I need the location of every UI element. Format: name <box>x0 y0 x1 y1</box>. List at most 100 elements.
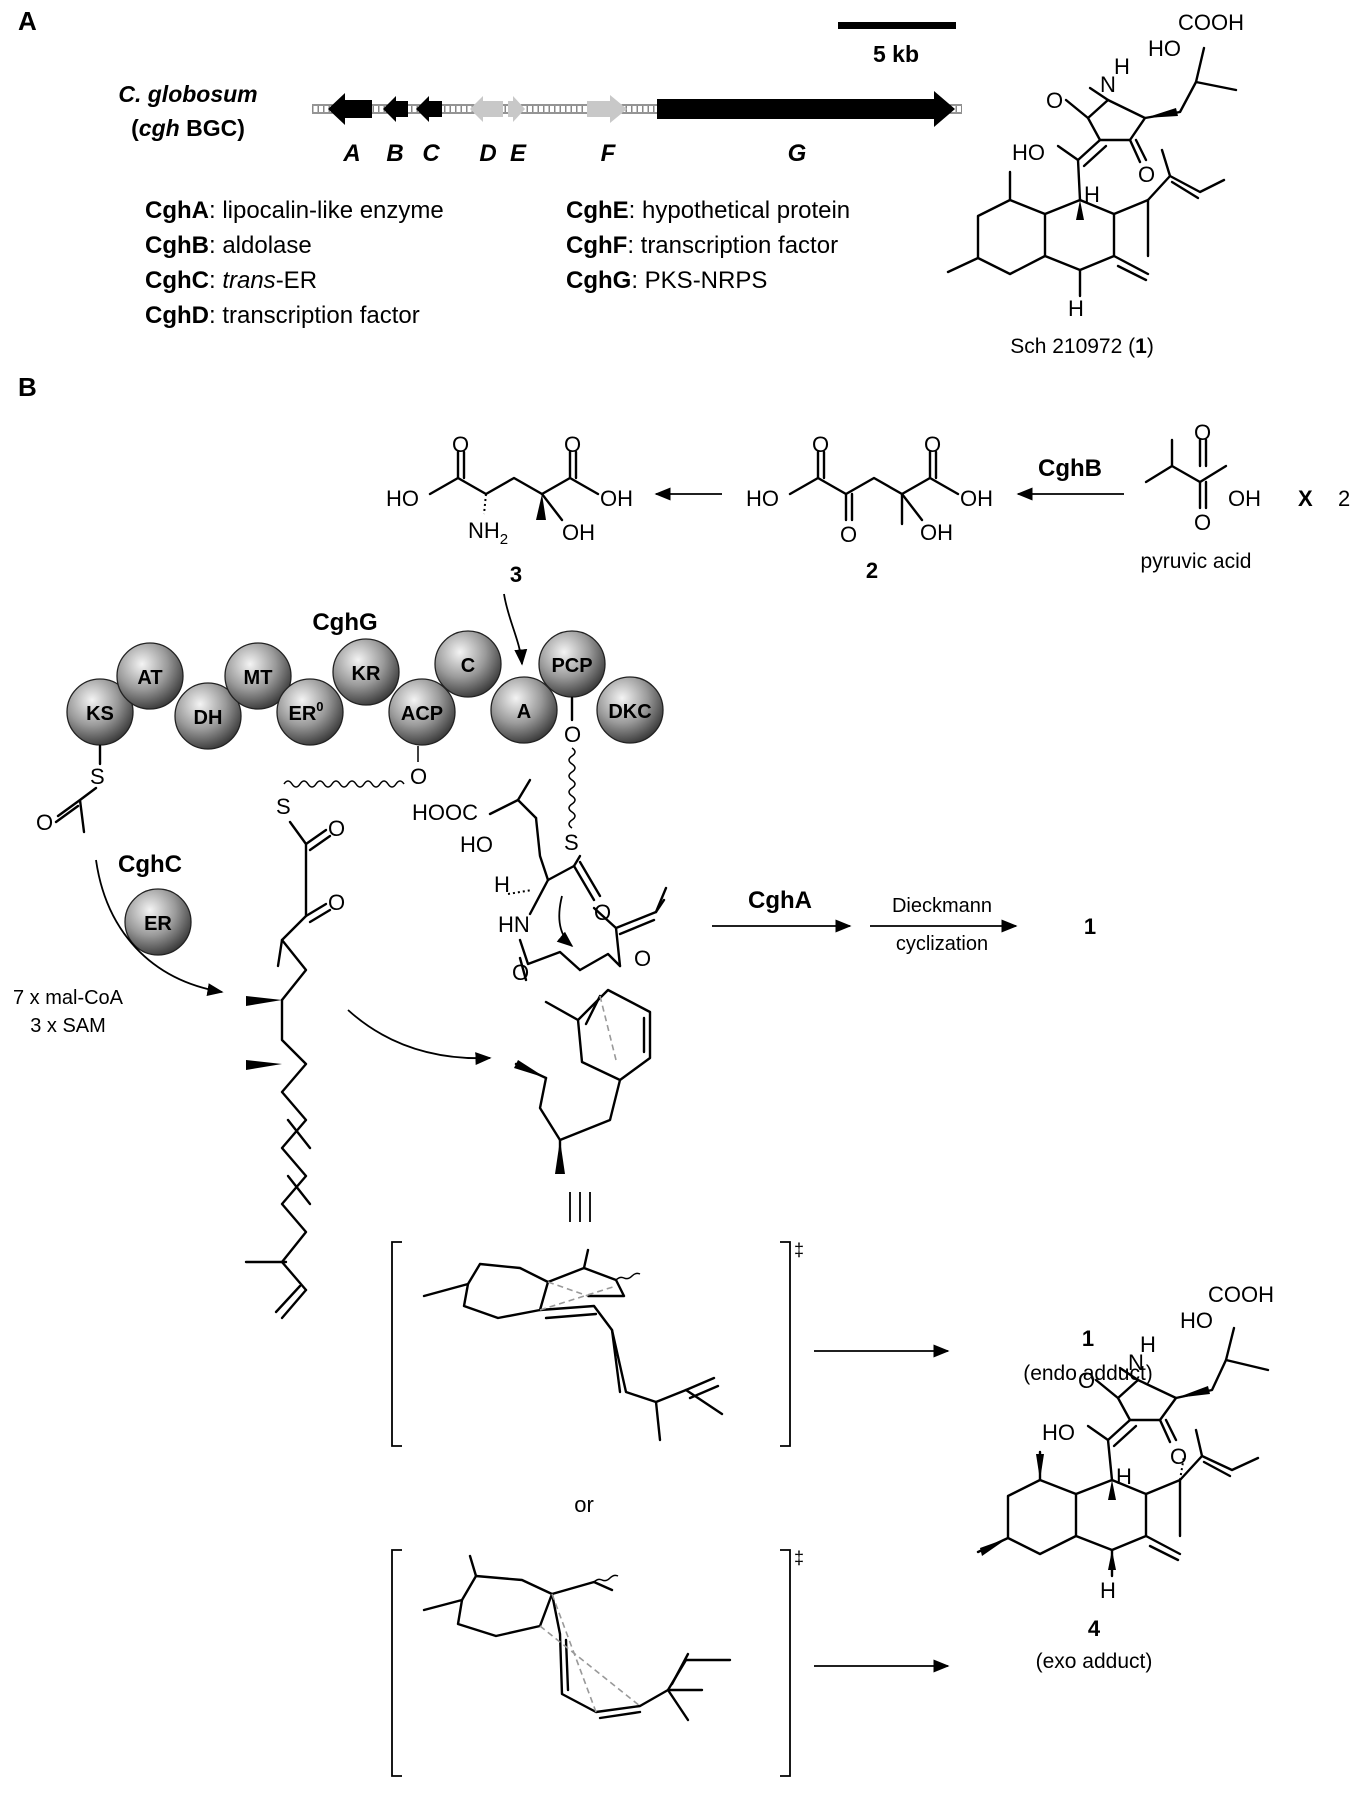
svg-text:AT: AT <box>137 667 162 689</box>
gene-arrow-e <box>508 96 525 122</box>
svg-text:O: O <box>410 764 427 789</box>
arrow-polyketide-to-intermediate <box>347 1009 492 1066</box>
exo-product-number: 4 <box>1088 1616 1101 1641</box>
gene-letter-a: A <box>342 140 360 167</box>
panel-a-label: A <box>18 6 37 36</box>
gene-arrow-a <box>328 93 372 125</box>
structure-compound-1: COOH HO N H O O HO H H <box>946 10 1244 321</box>
legend-cghc: CghC: trans-ER <box>145 267 317 294</box>
svg-text:OH: OH <box>600 486 633 511</box>
svg-text:KR: KR <box>352 663 381 685</box>
cghg-domains: KS AT DH MT ER0 KR ACP C A PCP DKC <box>66 630 664 750</box>
cyclization-label: cyclization <box>896 933 988 955</box>
precursor-malonyl-coa: 7 x mal-CoA <box>13 987 124 1009</box>
svg-text:O: O <box>564 722 581 747</box>
svg-text:O: O <box>36 810 53 835</box>
svg-text:N: N <box>1128 1350 1144 1375</box>
arrow-3-to-a-domain <box>503 593 528 666</box>
domain-at: AT <box>116 642 184 710</box>
svg-text:DKC: DKC <box>608 701 651 723</box>
gene-legend: CghA: lipocalin-like enzyme CghB: aldola… <box>145 197 850 329</box>
legend-cghg: CghG: PKS-NRPS <box>566 267 767 294</box>
svg-text:‡: ‡ <box>794 1240 804 1260</box>
svg-text:OH: OH <box>1228 486 1261 511</box>
svg-text:H: H <box>494 872 510 897</box>
svg-text:HO: HO <box>386 486 419 511</box>
domain-c: C <box>434 630 502 698</box>
cgha-label: CghA <box>748 887 812 914</box>
cooh-label-1: COOH <box>1178 10 1244 35</box>
svg-text:O: O <box>1194 510 1211 535</box>
svg-text:OH: OH <box>920 520 953 545</box>
scale-bar <box>838 22 956 29</box>
svg-text:H: H <box>1116 1464 1132 1489</box>
domain-er0: ER0 <box>276 678 344 746</box>
domain-mt: MT <box>224 642 292 710</box>
nh2-label: NH2 <box>468 518 508 548</box>
svg-text:O: O <box>812 432 829 457</box>
compound-3-label: 3 <box>510 562 522 587</box>
svg-text:O: O <box>564 432 581 457</box>
gene-letter-b: B <box>386 140 403 167</box>
cghb-label: CghB <box>1038 455 1102 482</box>
h-label-1c: H <box>1068 296 1084 321</box>
cghc-label: CghC <box>118 851 182 878</box>
svg-text:S: S <box>564 830 579 855</box>
gene-arrow-f <box>587 95 627 123</box>
structure-compound-2: HO O O O OH OH <box>746 432 993 547</box>
h-label-1b: H <box>1084 182 1100 207</box>
svg-text:ER0: ER0 <box>288 699 323 725</box>
svg-text:HO: HO <box>1180 1308 1213 1333</box>
legend-cghb: CghB: aldolase <box>145 232 312 259</box>
svg-text:HO: HO <box>460 832 493 857</box>
structure-compound-4: COOH HO N H O O HO H H <box>976 1282 1274 1603</box>
svg-text:O: O <box>452 432 469 457</box>
svg-text:COOH: COOH <box>1208 1282 1274 1307</box>
svg-text:O: O <box>840 522 857 547</box>
structure-compound-3: HO O O OH OH NH2 <box>386 432 633 548</box>
domain-kr: KR <box>332 638 400 706</box>
exo-adduct-label: (exo adduct) <box>1036 1650 1153 1673</box>
svg-text:O: O <box>328 816 345 841</box>
svg-text:H: H <box>1140 1332 1156 1357</box>
domain-acp: ACP <box>388 678 456 746</box>
compound-1-caption: Sch 210972 (1) <box>1010 335 1154 358</box>
dieckmann-label: Dieckmann <box>892 895 992 917</box>
gene-letter-g: G <box>788 140 807 167</box>
svg-text:HN: HN <box>498 912 530 937</box>
svg-text:‡: ‡ <box>794 1548 804 1568</box>
gene-arrow-c <box>416 96 442 122</box>
svg-text:PCP: PCP <box>551 655 592 677</box>
domain-dkc: DKC <box>596 676 664 744</box>
structure-pyruvic-acid: O O OH <box>1144 420 1261 535</box>
gene-letter-f: F <box>601 140 617 167</box>
domain-dh: DH <box>174 682 242 750</box>
cghg-label: CghG <box>312 609 377 636</box>
cluster-name: (cgh BGC) <box>131 115 245 141</box>
svg-text:ACP: ACP <box>401 703 443 725</box>
gene-arrow-d <box>470 96 503 122</box>
svg-text:O: O <box>1170 1444 1187 1469</box>
svg-text:HO: HO <box>1042 1420 1075 1445</box>
precursor-sam: 3 x SAM <box>30 1015 106 1037</box>
domain-a: A <box>490 676 558 744</box>
gene-arrows <box>328 91 955 127</box>
svg-text:O: O <box>1194 420 1211 445</box>
times-sign: X <box>1298 486 1313 511</box>
svg-text:O: O <box>634 946 651 971</box>
svg-text:O: O <box>924 432 941 457</box>
gene-arrow-g <box>657 91 955 127</box>
acp-bound-polyketide: O S O O <box>244 746 427 1320</box>
endo-product-number: 1 <box>1082 1326 1094 1351</box>
equivalence-sign <box>569 1192 591 1222</box>
times-count: 2 <box>1338 486 1350 511</box>
or-text: or <box>574 1492 594 1517</box>
svg-text:S: S <box>90 764 105 789</box>
legend-cghf: CghF: transcription factor <box>566 232 838 259</box>
svg-text:O: O <box>1078 1368 1095 1393</box>
svg-text:S: S <box>276 794 291 819</box>
ho-label-1: HO <box>1148 36 1181 61</box>
svg-text:OH: OH <box>562 520 595 545</box>
o-label-1a: O <box>1046 88 1063 113</box>
panel-b-label: B <box>18 372 37 402</box>
